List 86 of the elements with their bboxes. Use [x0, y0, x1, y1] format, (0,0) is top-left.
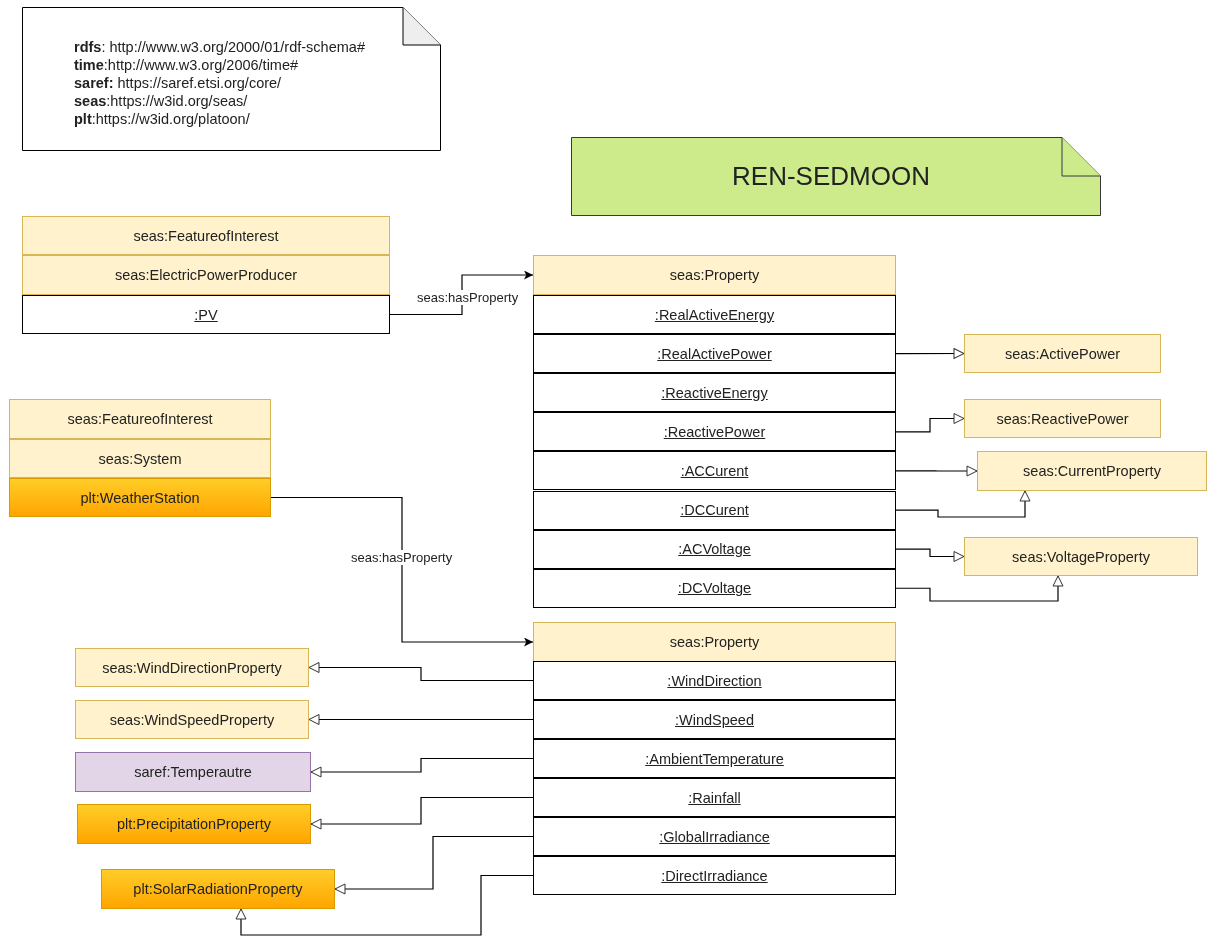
arrow — [895, 548, 965, 562]
arrow — [895, 413, 965, 433]
namespace-prefix: rdfs: http://www.w3.org/2000/01/rdf-schema# — [74, 38, 365, 56]
class-name: plt:PrecipitationProperty — [117, 816, 271, 832]
instance-row — [533, 568, 896, 608]
class-box — [101, 869, 335, 909]
class-box — [9, 439, 271, 478]
individual-name: :ReactiveEnergy — [661, 384, 768, 401]
instance-row — [533, 856, 896, 895]
class-name: seas:ReactivePower — [996, 410, 1129, 427]
namespace-prefix: plt:https://w3id.org/platoon/ — [74, 110, 250, 128]
instance-row — [533, 661, 896, 700]
class-box — [75, 648, 309, 687]
edge-label: seas:hasProperty — [416, 290, 520, 305]
instance-row — [533, 334, 896, 374]
individual-name: :ACVoltage — [678, 541, 751, 558]
instance-row — [533, 490, 896, 530]
individual-name: :DCCurent — [680, 502, 749, 519]
instance-row — [533, 295, 896, 335]
class-name: seas:Property — [669, 634, 760, 650]
individual-name: :RealActiveEnergy — [654, 306, 775, 323]
individual-name: :Rainfall — [688, 789, 741, 806]
class-box — [22, 255, 390, 295]
arrow — [895, 575, 1064, 602]
namespace-prefix: saref: https://saref.etsi.org/core/ — [74, 74, 282, 92]
individual-name: :ACCurent — [680, 462, 749, 479]
instance-row — [533, 451, 896, 491]
individual-name: :GlobalIrradiance — [659, 828, 770, 845]
individual-name: :AmbientTemperature — [645, 750, 784, 767]
class-name: seas:System — [98, 450, 182, 467]
individual-name: :ReactivePower — [663, 423, 766, 440]
individual-name: :DirectIrradiance — [661, 867, 768, 884]
class-name: seas:VoltageProperty — [1012, 548, 1150, 565]
individual-name: :WindSpeed — [675, 711, 754, 728]
class-box — [533, 255, 896, 295]
instance-row — [533, 373, 896, 413]
individual-name: :DCVoltage — [677, 580, 752, 597]
arrow — [389, 270, 534, 316]
arrow — [235, 874, 534, 936]
class-box — [964, 334, 1161, 373]
individual-name: :RealActivePower — [657, 345, 772, 362]
arrow — [895, 490, 1031, 518]
instance-row — [533, 412, 896, 452]
class-box — [977, 451, 1207, 491]
instance-row — [533, 529, 896, 569]
class-name: plt:SolarRadiationProperty — [133, 881, 303, 897]
instance-row — [533, 700, 896, 739]
class-box — [75, 752, 311, 792]
instance-row — [22, 295, 390, 334]
class-box — [77, 804, 311, 844]
class-box — [964, 399, 1161, 438]
instance-row — [533, 778, 896, 817]
class-name: seas:ElectricPowerProducer — [114, 267, 298, 283]
class-name: seas:WindDirectionProperty — [102, 659, 282, 676]
class-name: seas:FeatureofInterest — [67, 411, 213, 427]
class-name: seas:FeatureofInterest — [133, 227, 279, 244]
class-box — [22, 216, 390, 255]
arrow — [310, 757, 534, 778]
arrow — [895, 465, 978, 477]
instance-row — [533, 739, 896, 778]
arrow — [310, 796, 534, 830]
instance-row — [533, 817, 896, 856]
title-note — [571, 137, 1101, 216]
class-name: seas:WindSpeedProperty — [109, 711, 275, 728]
class-name: plt:WeatherStation — [80, 489, 200, 506]
class-box — [533, 622, 896, 662]
edge-label: seas:hasProperty — [350, 550, 454, 565]
arrow — [334, 835, 534, 895]
individual-name: :WindDirection — [667, 672, 762, 689]
class-box — [9, 478, 271, 517]
note-text: REN-SEDMOON — [732, 161, 930, 192]
class-box — [9, 399, 271, 439]
class-box — [964, 537, 1198, 576]
namespace-prefix: seas:https://w3id.org/seas/ — [74, 92, 248, 110]
individual-name: :PV — [194, 306, 218, 323]
namespace-note — [22, 7, 441, 151]
class-name: seas:CurrentProperty — [1023, 463, 1161, 479]
arrow — [308, 714, 534, 725]
class-name: seas:Property — [669, 267, 760, 283]
class-name: saref:Temperautre — [134, 764, 252, 780]
class-name: seas:ActivePower — [1004, 345, 1121, 362]
class-box — [75, 700, 309, 739]
arrow — [308, 662, 534, 682]
arrow — [270, 496, 534, 647]
arrow — [895, 348, 965, 359]
namespace-prefix: time:http://www.w3.org/2006/time# — [74, 56, 299, 74]
